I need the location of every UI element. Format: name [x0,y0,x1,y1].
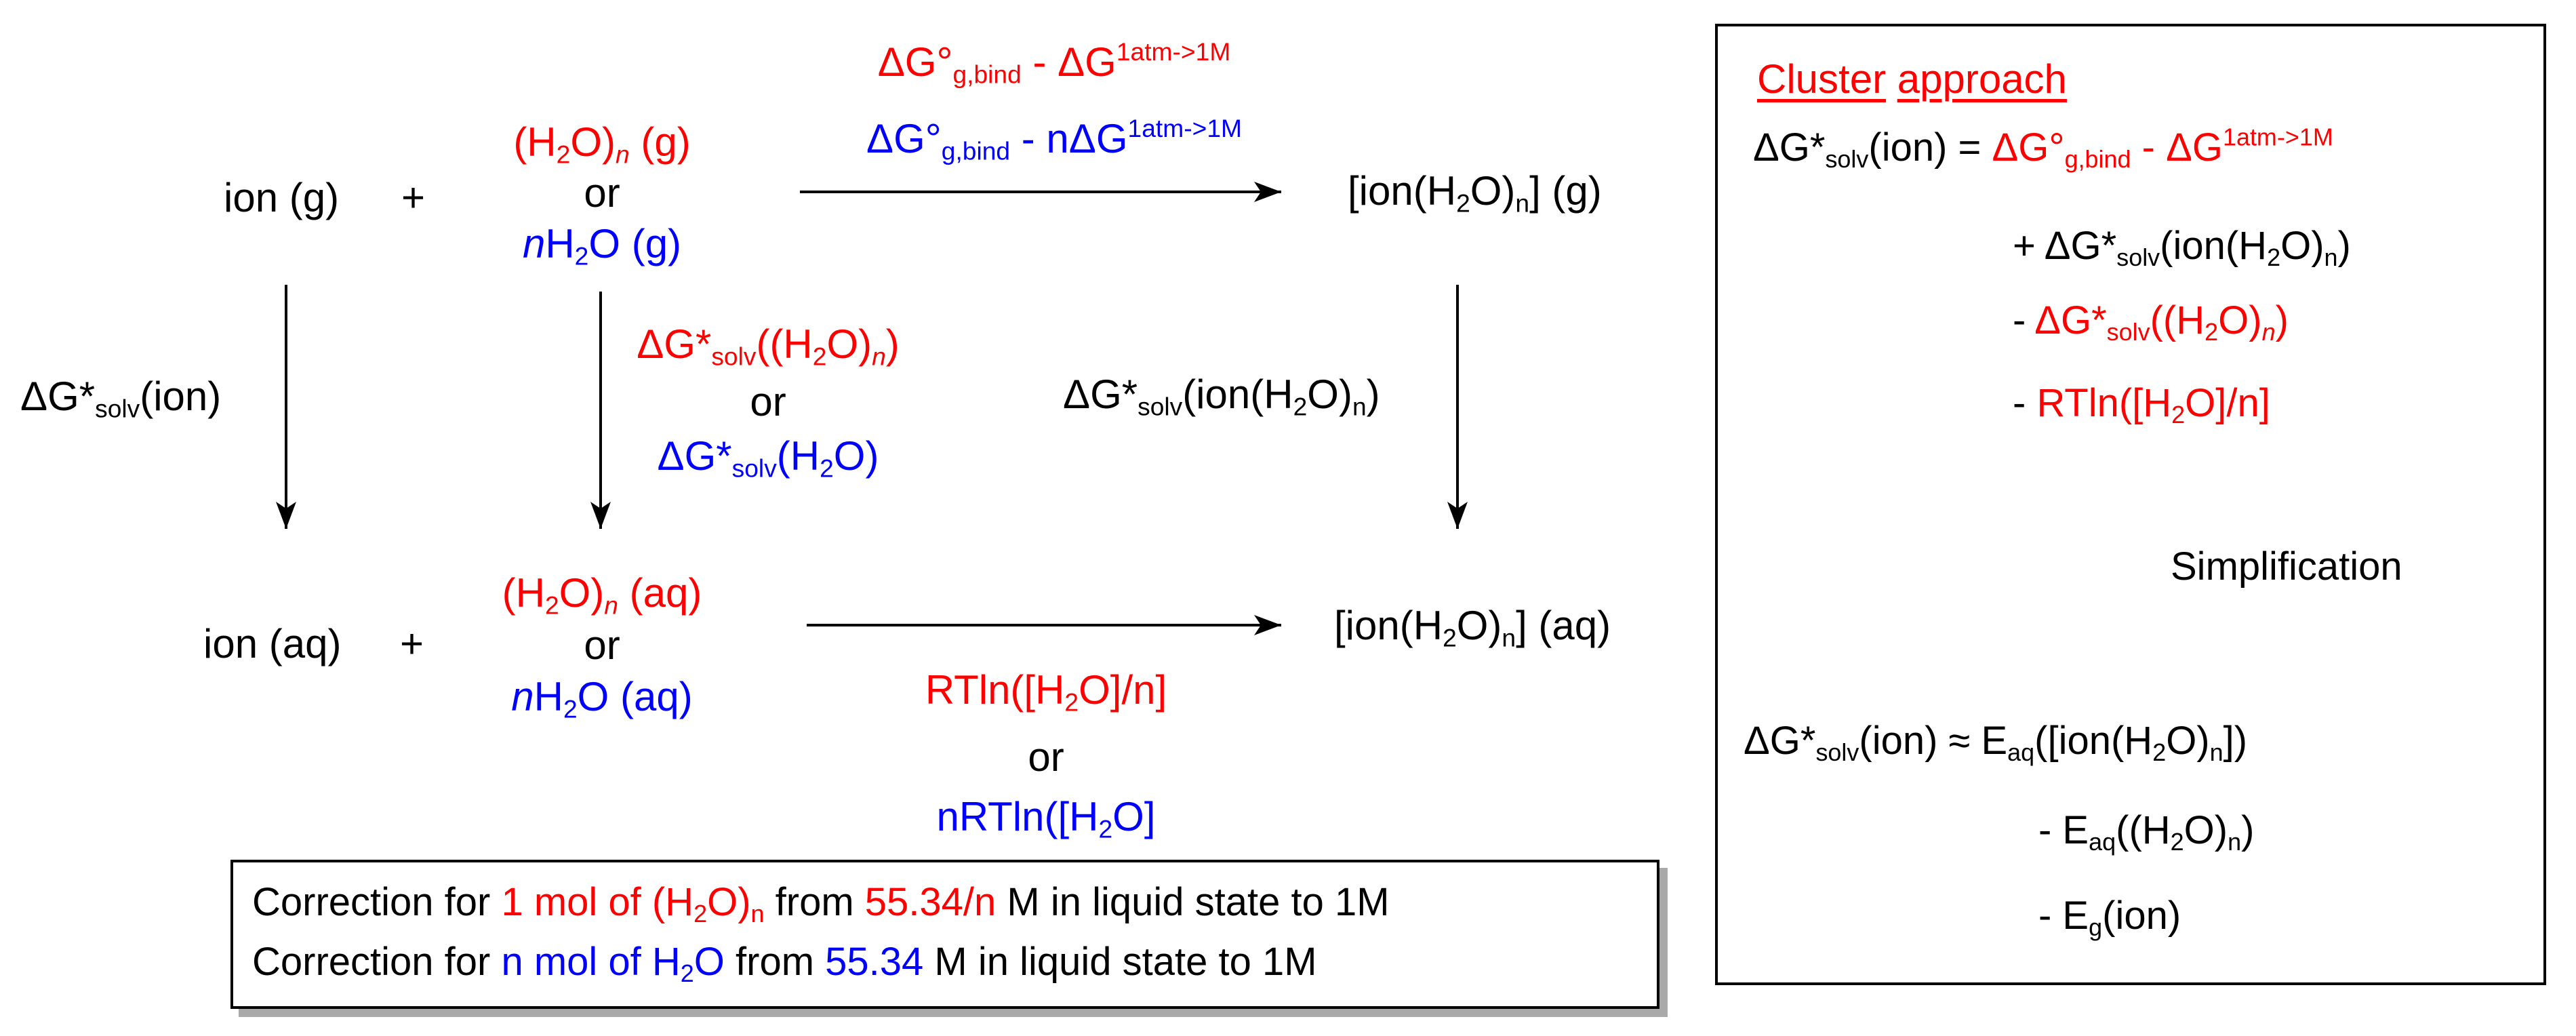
panel-eq2-line3: - Eg(ion) [2038,894,2181,942]
hydrated-ion-gas: [ion(H2O)n] (g) [1348,168,1602,218]
plus-sign-gas: + [401,175,426,220]
monomer-solvation-label: ΔG*solv(H2O) [657,433,879,483]
panel-eq1-line4: - RTln([H2O]/n] [2013,381,2270,429]
water-solvation-arrowhead [590,502,611,529]
water-monomer-aq: nH2O (aq) [511,674,693,723]
gas-binding-label-monomer: ΔG°g,bind - nΔG1atm->1M [866,113,1242,165]
cluster-approach-panel: Cluster approach ΔG*solv(ion) = ΔG°g,bin… [1715,24,2546,985]
ion-aq: ion (aq) [203,621,342,666]
ion-solvation-arrowhead [276,502,296,529]
plus-sign-aq: + [400,621,424,666]
or-bottom: or [1028,734,1064,780]
hydrated-ion-solvation-label: ΔG*solv(ion(H2O)n) [1063,372,1380,421]
ion-gas: ion (g) [224,175,340,220]
panel-eq1-line3: - ΔG*solv((H2O)n) [2013,298,2289,346]
panel-eq1-line1: ΔG*solv(ion) = ΔG°g,bind - ΔG1atm->1M [1753,123,2333,174]
aq-correction-label-monomer: nRTln([H2O] [936,794,1156,843]
aq-correction-label-cluster: RTln([H2O]/n] [925,667,1167,717]
panel-eq1-line2: + ΔG*solv(ion(H2O)n) [2013,224,2351,272]
cluster-solvation-label: ΔG*solv((H2O)n) [637,321,900,371]
correction-box: Correction for 1 mol of (H2O)n from 55.3… [230,860,1659,1009]
water-monomer-gas: nH2O (g) [522,221,682,271]
cluster-solvation-arrowhead [1447,502,1468,529]
correction-line-monomer: Correction for n mol of H2O from 55.34 M… [252,940,1317,988]
aq-reaction-arrowhead [1254,615,1281,635]
gas-binding-label-cluster: ΔG°g,bind - ΔG1atm->1M [877,37,1231,89]
panel-eq2-line1: ΔG*solv(ion) ≈ Eaq([ion(H2O)n]) [1744,719,2248,767]
simplification-label: Simplification [2171,544,2402,589]
or-vertical: or [750,379,786,424]
or-gas: or [584,170,620,216]
hydrated-ion-aq: [ion(H2O)n] (aq) [1334,603,1611,652]
ion-solvation-label: ΔG*solv(ion) [20,374,222,423]
water-cluster-aq: (H2O)n (aq) [502,570,702,620]
water-cluster-gas: (H2O)n (g) [513,119,691,169]
panel-eq2-line2: - Eaq((H2O)n) [2038,808,2255,856]
gas-reaction-arrowhead [1254,182,1281,202]
panel-title: Cluster approach [1757,56,2067,102]
correction-line-cluster: Correction for 1 mol of (H2O)n from 55.3… [252,880,1390,928]
or-aq: or [584,622,620,668]
